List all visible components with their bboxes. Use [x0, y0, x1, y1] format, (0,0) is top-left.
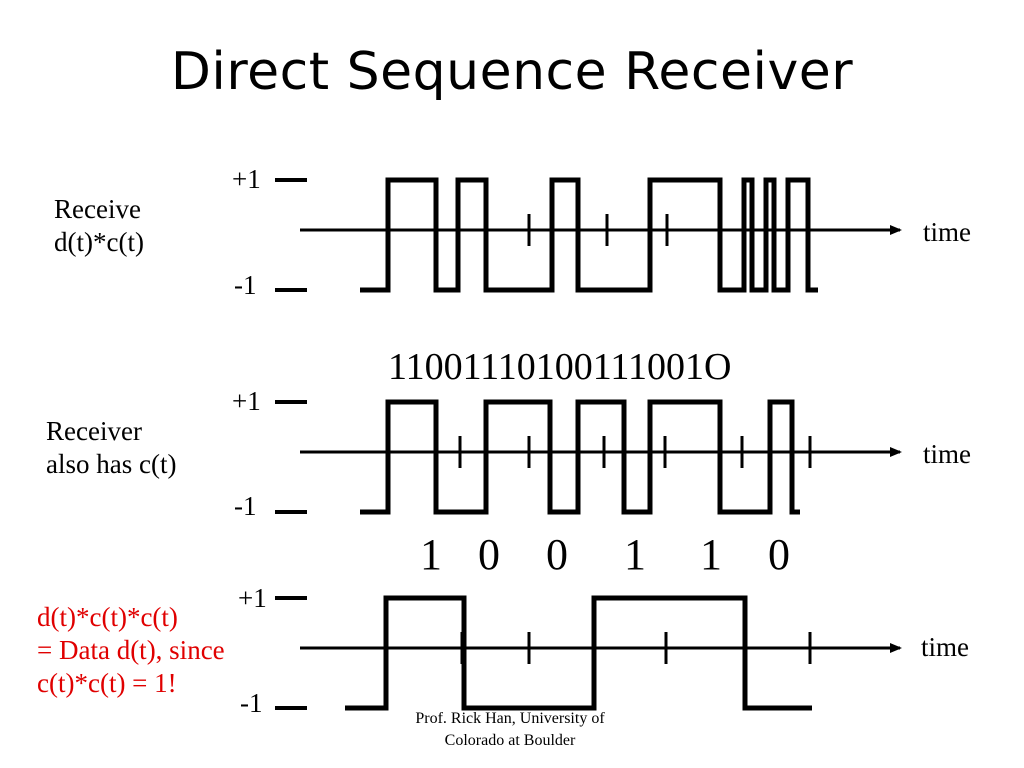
panel2-waveform-group	[275, 399, 902, 515]
data-bit-5: 1	[700, 530, 722, 579]
panel3-label-line2: = Data d(t), since	[37, 635, 225, 665]
panel2-label-line2: also has c(t)	[46, 449, 177, 479]
footer-credit: Prof. Rick Han, University of Colorado a…	[380, 708, 640, 752]
data-bit-4: 1	[624, 530, 646, 579]
panel1-label-line2: d(t)*c(t)	[54, 227, 144, 257]
panel1-time-label: time	[923, 217, 971, 247]
panel2-plus-one-label: +1	[232, 386, 261, 416]
panel2-code-signal	[360, 399, 800, 515]
data-bit-1: 1	[420, 530, 442, 579]
panel3-plus-one-label: +1	[238, 583, 267, 613]
code-bit-sequence: 11001110100111001O	[388, 346, 732, 388]
panel3-waveform-group	[275, 595, 902, 711]
data-bit-3: 0	[546, 530, 568, 579]
panel2-label-line1: Receiver	[46, 416, 142, 446]
panel1-label-line1: Receive	[54, 194, 141, 224]
panel3-data-signal	[345, 595, 812, 711]
panel3-label-line1: d(t)*c(t)*c(t)	[37, 602, 178, 632]
panel1-waveform-group	[275, 177, 902, 293]
slide-title: Direct Sequence Receiver	[170, 42, 854, 102]
panel3-label-line3: c(t)*c(t) = 1!	[37, 668, 177, 698]
panel2-label: Receiver also has c(t)	[46, 415, 176, 481]
panel2-minus-one-label: -1	[234, 491, 257, 521]
panel3-label: d(t)*c(t)*c(t) = Data d(t), since c(t)*c…	[37, 601, 225, 700]
panel1-minus-one-label: -1	[234, 270, 257, 300]
panel1-label: Receive d(t)*c(t)	[54, 193, 144, 259]
panel1-plus-one-label: +1	[232, 164, 261, 194]
panel3-minus-one-label: -1	[240, 688, 263, 718]
data-bit-2: 0	[478, 530, 500, 579]
panel2-time-label: time	[923, 439, 971, 469]
footer-line1: Prof. Rick Han, University of	[415, 710, 605, 727]
panel3-time-label: time	[921, 632, 969, 662]
data-bit-6: 0	[768, 530, 790, 579]
footer-line2: Colorado at Boulder	[444, 732, 576, 749]
panel1-received-signal	[360, 177, 818, 293]
